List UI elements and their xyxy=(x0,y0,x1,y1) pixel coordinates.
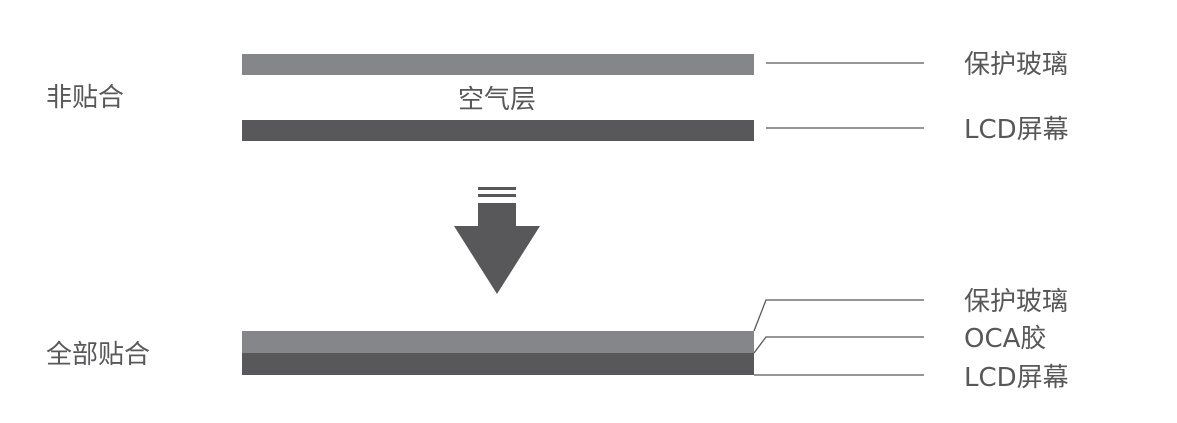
top-glass-layer xyxy=(242,54,754,75)
bottom-oca-leader-line xyxy=(753,336,924,354)
air-gap-label: 空气层 xyxy=(458,85,536,115)
bottom-glass-leader-line xyxy=(753,299,924,332)
top-lcd-layer xyxy=(242,120,754,141)
bottom-oca-label: OCA胶 xyxy=(964,324,1046,354)
bottom-glass-layer xyxy=(242,331,754,353)
non-laminated-section: 非贴合 空气层 保护玻璃 LCD屏幕 xyxy=(46,50,1069,145)
bottom-lcd-label: LCD屏幕 xyxy=(964,363,1069,393)
bottom-lcd-layer xyxy=(242,353,754,375)
fully-laminated-section: 全部贴合 保护玻璃 OCA胶 LCD屏幕 xyxy=(46,287,1069,393)
bottom-glass-label: 保护玻璃 xyxy=(964,287,1068,317)
top-glass-label: 保护玻璃 xyxy=(964,50,1068,80)
top-lcd-label: LCD屏幕 xyxy=(964,115,1069,145)
down-arrow-icon xyxy=(454,187,540,294)
fully-laminated-title: 全部贴合 xyxy=(46,340,150,370)
arrow-shaft xyxy=(478,203,516,227)
arrow-stripe-1 xyxy=(478,187,516,190)
arrow-head xyxy=(454,226,540,294)
non-laminated-title: 非贴合 xyxy=(46,83,124,113)
arrow-stripe-2 xyxy=(478,194,516,197)
